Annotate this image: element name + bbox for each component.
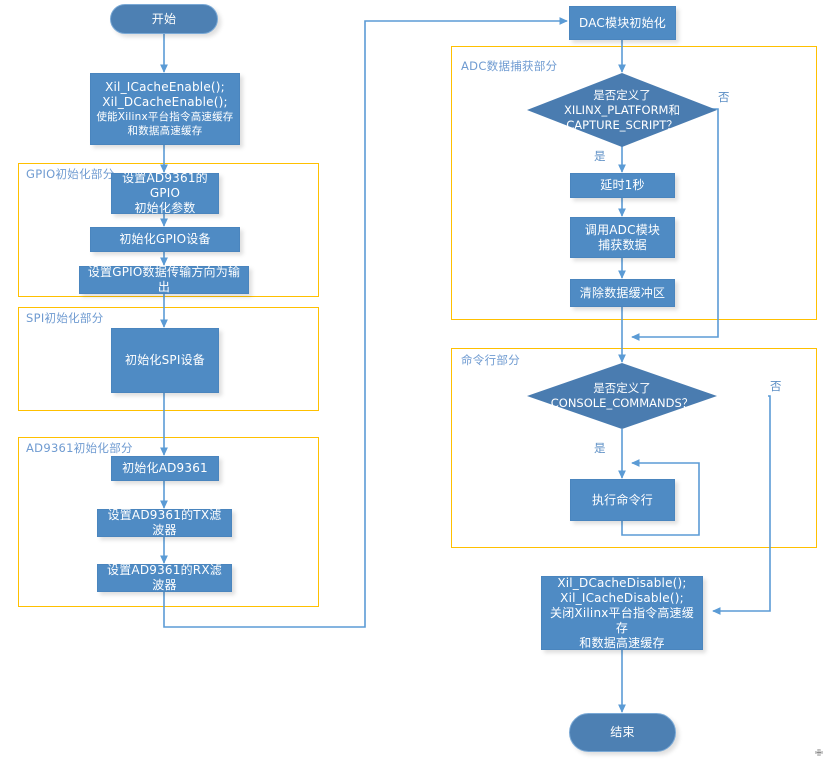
group-label-adc: ADC数据捕获部分 [461,59,558,73]
node-gpio-direction[interactable]: 设置GPIO数据传输方向为输出 [79,265,249,294]
node-start[interactable]: 开始 [110,4,218,34]
node-gpio-init[interactable]: 初始化GPIO设备 [90,227,240,252]
adc-decision-shape [527,73,717,147]
node-end[interactable]: 结束 [569,713,676,752]
edge-ad9361-rx-to-dac-init [163,17,568,628]
edge-label-console-no: 否 [770,379,782,393]
node-gpio-init-label: 初始化GPIO设备 [119,232,211,246]
node-run-console[interactable]: 执行命令行 [570,479,675,521]
node-cache-enable-line4: 和数据高速缓存 [127,125,203,137]
node-adc-capture-line1: 调用ADC模块 [584,222,661,237]
node-cache-enable[interactable]: Xil_ICacheEnable(); Xil_DCacheEnable(); … [90,73,240,145]
node-spi-init-label: 初始化SPI设备 [125,353,205,367]
node-dac-init-label: DAC模块初始化 [578,15,666,30]
node-cache-disable-line4: 和数据高速缓存 [579,635,665,650]
edge-label-console-yes: 是 [594,441,606,455]
node-spi-init[interactable]: 初始化SPI设备 [111,328,219,393]
node-clear-buffer[interactable]: 清除数据缓冲区 [570,279,675,307]
node-cache-disable-line3: 关闭Xilinx平台指令高速缓存 [550,605,694,635]
edge-label-adc-no: 否 [718,90,730,104]
node-cache-enable-line3: 使能Xilinx平台指令高速缓存 [96,111,234,123]
node-cache-disable-line2: Xil_ICacheDisable(); [560,590,684,605]
group-label-spi: SPI初始化部分 [26,311,104,325]
node-ad9361-init-label: 初始化AD9361 [122,461,208,475]
group-box-console [451,348,817,548]
node-ad9361-rx-filter[interactable]: 设置AD9361的RX滤波器 [97,563,232,592]
group-box-gpio [18,163,319,297]
node-dac-init[interactable]: DAC模块初始化 [569,6,676,40]
node-cache-enable-line2: Xil_DCacheEnable(); [102,95,228,109]
node-adc-decision[interactable]: 是否定义了 XILINX_PLATFORM和 CAPTURE_SCRIPT？ [527,73,717,147]
node-cache-disable-line1: Xil_DCacheDisable(); [557,575,687,590]
console-decision-shape [527,363,717,429]
node-gpio-params-line1: 设置AD9361的GPIO [122,171,208,200]
node-ad9361-rx-filter-label: 设置AD9361的RX滤波器 [107,563,222,592]
group-box-ad9361 [18,437,319,607]
group-box-adc [451,46,817,320]
node-console-decision[interactable]: 是否定义了 CONSOLE_COMMANDS？ [527,363,717,429]
node-gpio-params[interactable]: 设置AD9361的GPIO 初始化参数 [111,171,219,215]
node-gpio-params-line2: 初始化参数 [134,201,196,215]
node-start-label: 开始 [151,11,177,26]
node-run-console-label: 执行命令行 [591,492,653,507]
node-ad9361-tx-filter[interactable]: 设置AD9361的TX滤波器 [97,508,232,537]
node-delay-1s[interactable]: 延时1秒 [570,173,675,198]
group-label-gpio: GPIO初始化部分 [26,167,115,181]
node-end-label: 结束 [610,725,635,739]
group-label-ad9361: AD9361初始化部分 [26,441,133,455]
edge-console-decision-no-to-cache-disable [712,395,771,615]
node-delay-1s-label: 延时1秒 [600,178,645,192]
node-adc-capture-line2: 捕获数据 [598,237,647,252]
node-cache-disable[interactable]: Xil_DCacheDisable(); Xil_ICacheDisable()… [541,576,703,650]
cursor-crosshair: ✙ [815,745,823,760]
node-ad9361-tx-filter-label: 设置AD9361的TX滤波器 [107,508,222,537]
edge-label-adc-yes: 是 [594,149,606,163]
node-ad9361-init[interactable]: 初始化AD9361 [111,456,219,481]
group-box-spi [18,307,319,411]
node-gpio-direction-label: 设置GPIO数据传输方向为输出 [87,265,241,294]
node-cache-enable-line1: Xil_ICacheEnable(); [105,80,225,94]
edge-run-console-self-loop [621,459,700,536]
node-clear-buffer-label: 清除数据缓冲区 [579,285,666,300]
group-label-console: 命令行部分 [461,353,520,367]
node-adc-capture[interactable]: 调用ADC模块 捕获数据 [570,217,675,258]
